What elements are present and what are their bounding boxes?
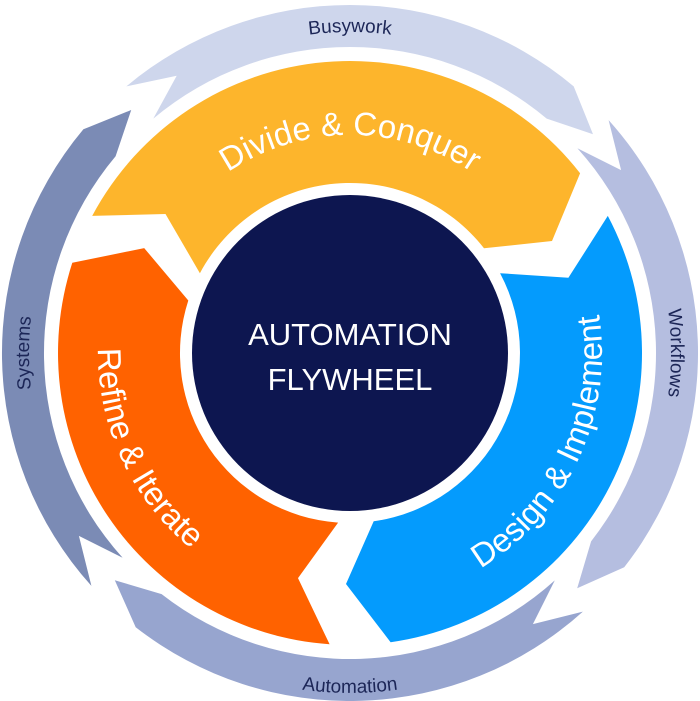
outer-label-busywork: Busywork (307, 16, 393, 40)
outer-label-systems: Systems (13, 315, 36, 391)
inner-arrow-refine-iterate (58, 248, 339, 645)
outer-arrow-systems (1, 110, 132, 586)
outer-arrow-busywork (126, 4, 594, 135)
outer-arrow-automation (114, 580, 583, 701)
center-title-line2: FLYWHEEL (268, 362, 433, 397)
outer-label-automation: Automation (301, 674, 398, 698)
outer-label-workflows: Workflows (663, 308, 687, 399)
inner-arrow-divide-conquer (92, 60, 581, 274)
outer-arrow-workflows (577, 120, 699, 589)
inner-arrow-design-implement (346, 215, 643, 643)
center-title-line1: AUTOMATION (248, 317, 452, 352)
center-circle (192, 195, 508, 511)
